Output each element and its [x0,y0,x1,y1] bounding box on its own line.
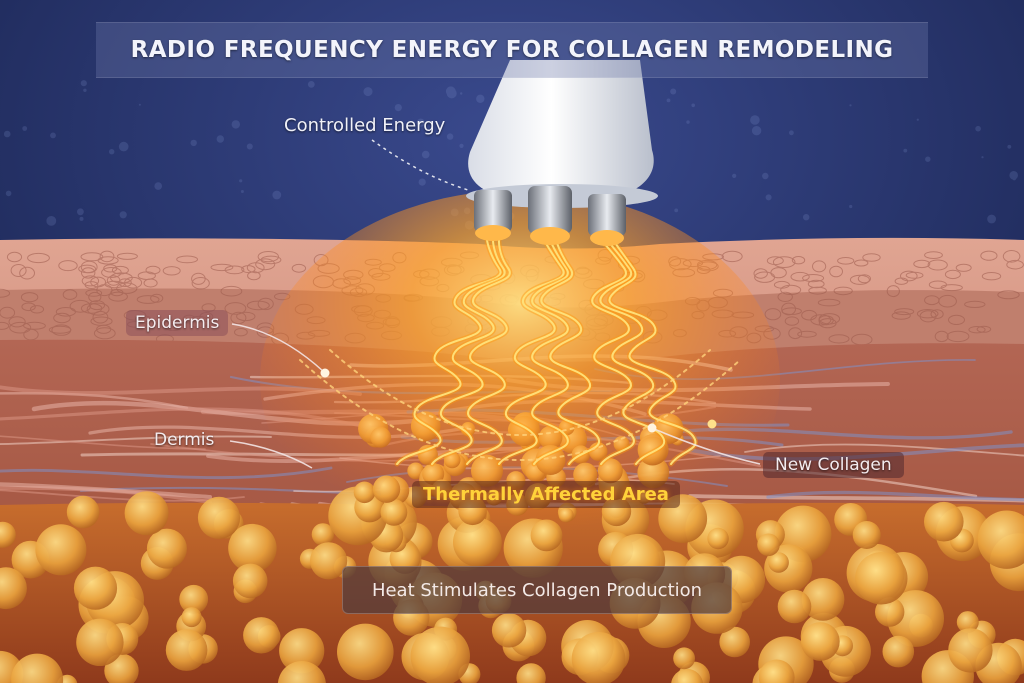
electrode-icon [528,186,572,245]
label-thermal-area: Thermally Affected Area [412,481,680,508]
caption-text: Heat Stimulates Collagen Production [371,579,703,601]
label-controlled-energy: Controlled Energy [284,115,446,136]
electrode-icon [588,194,626,246]
label-dermis: Dermis [154,430,215,450]
label-new-collagen: New Collagen [763,452,904,478]
rf-handpiece-icon [466,60,658,246]
caption-box: Heat Stimulates Collagen Production [342,566,732,614]
label-epidermis: Epidermis [126,310,229,336]
electrode-icon [474,190,512,241]
title-banner: RADIO FREQUENCY ENERGY FOR COLLAGEN REMO… [96,22,928,78]
page-title: RADIO FREQUENCY ENERGY FOR COLLAGEN REMO… [130,37,894,63]
